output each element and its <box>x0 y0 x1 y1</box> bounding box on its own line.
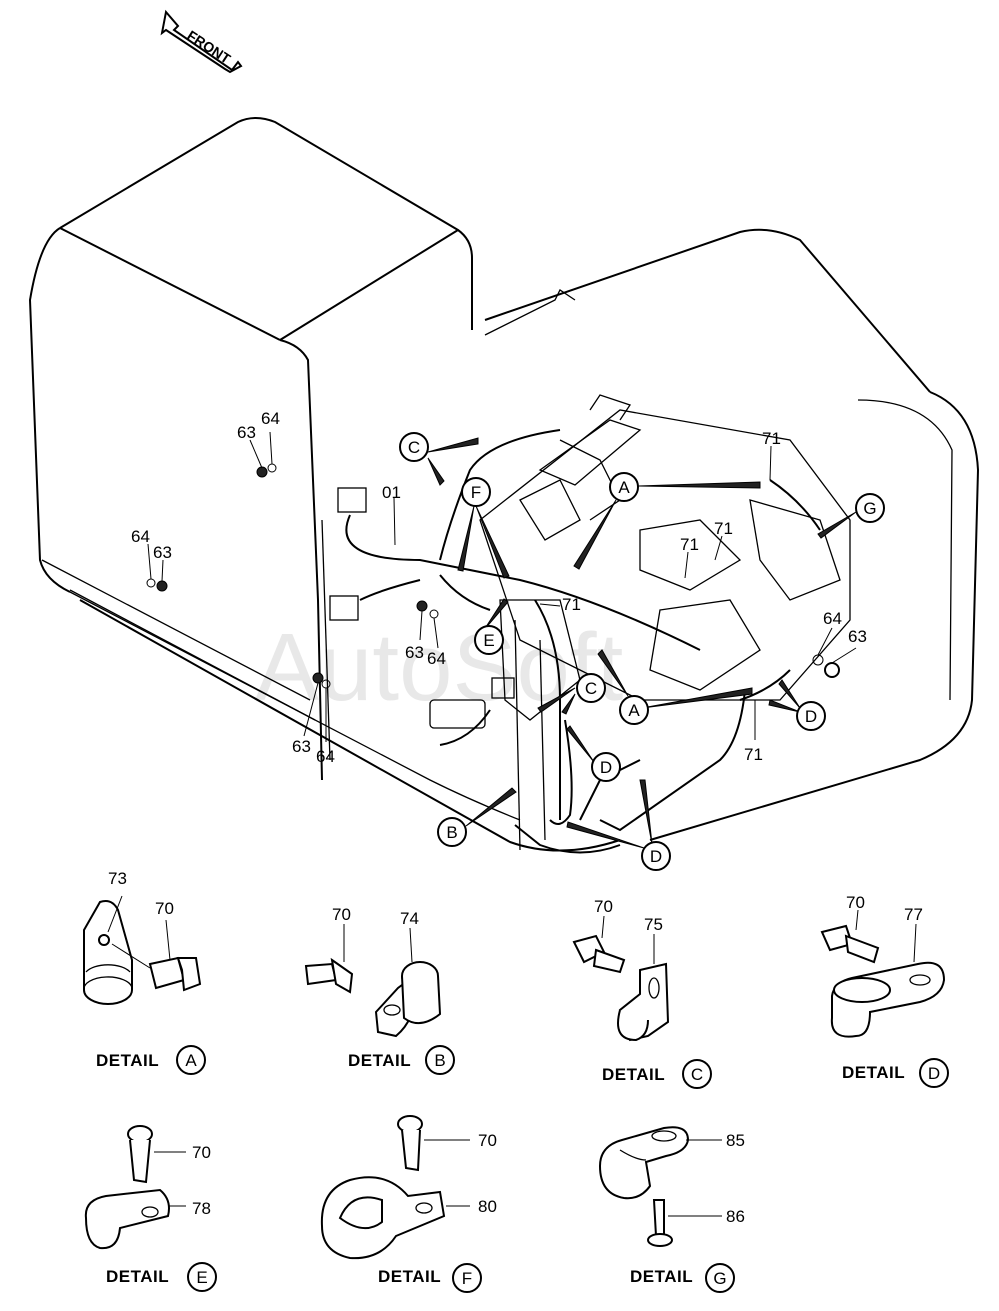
detail-a: 73 70 DETAIL A <box>83 869 206 1075</box>
label-71-e: 71 <box>744 745 763 764</box>
svg-text:B: B <box>446 823 457 842</box>
svg-text:D: D <box>805 707 817 726</box>
washer-64-a <box>267 463 277 473</box>
detail-g-clamp-label: 85 <box>726 1131 745 1150</box>
washer-64-b <box>146 578 156 588</box>
detail-e-bolt-label: 70 <box>192 1143 211 1162</box>
callout-f-top: F <box>461 477 491 507</box>
detail-d-bolt-label: 70 <box>846 893 865 912</box>
callout-d-mid: D <box>591 752 621 782</box>
detail-e-letter: E <box>196 1268 207 1287</box>
detail-c-clamp-label: 75 <box>644 915 663 934</box>
label-64-e: 64 <box>823 609 842 628</box>
svg-text:G: G <box>863 499 876 518</box>
detail-e: 70 78 DETAIL E <box>84 1125 217 1292</box>
detail-g-bolt-label: 86 <box>726 1207 745 1226</box>
label-64-c: 64 <box>427 649 446 668</box>
label-63-e: 63 <box>848 627 867 646</box>
callout-b-left: B <box>437 817 467 847</box>
detail-d-clamp-label: 77 <box>904 905 923 924</box>
detail-g: 85 86 DETAIL G <box>598 1126 745 1293</box>
callout-c-top: C <box>399 432 429 462</box>
svg-text:A: A <box>618 478 630 497</box>
detail-a-letter: A <box>185 1051 197 1070</box>
callout-pointers <box>427 437 857 849</box>
label-71-c: 71 <box>680 535 699 554</box>
callout-g-right: G <box>855 493 885 523</box>
svg-text:E: E <box>483 631 494 650</box>
detail-f-bolt-label: 70 <box>478 1131 497 1150</box>
svg-text:C: C <box>408 438 420 457</box>
label-64-a: 64 <box>261 409 280 428</box>
svg-text:A: A <box>628 701 640 720</box>
label-01: 01 <box>382 483 401 502</box>
nut-63-d <box>312 672 324 684</box>
nut-63-a <box>256 466 268 478</box>
detail-d-letter: D <box>928 1064 940 1083</box>
svg-text:C: C <box>585 679 597 698</box>
label-64-b: 64 <box>131 527 150 546</box>
nut-63-b <box>156 580 168 592</box>
detail-g-letter: G <box>713 1269 726 1288</box>
detail-f-title: DETAIL <box>378 1267 441 1286</box>
label-64-d: 64 <box>316 747 335 766</box>
detail-a-clamp-label: 73 <box>108 869 127 888</box>
detail-f: 70 80 DETAIL F <box>320 1115 497 1293</box>
detail-e-title: DETAIL <box>106 1267 169 1286</box>
detail-f-clamp-label: 80 <box>478 1197 497 1216</box>
label-71-d: 71 <box>562 595 581 614</box>
svg-text:D: D <box>600 758 612 777</box>
detail-b-bolt-label: 70 <box>332 905 351 924</box>
callout-c-mid: C <box>576 673 606 703</box>
svg-text:D: D <box>650 847 662 866</box>
svg-text:F: F <box>471 483 481 502</box>
label-63-b: 63 <box>153 543 172 562</box>
watermark-text: AutoSoft <box>255 614 623 721</box>
detail-b-letter: B <box>434 1051 445 1070</box>
detail-c-bolt-label: 70 <box>594 897 613 916</box>
label-63-d: 63 <box>292 737 311 756</box>
callout-a-mid: A <box>619 695 649 725</box>
detail-a-title: DETAIL <box>96 1051 159 1070</box>
nut-63-c <box>416 600 428 612</box>
callout-d-right: D <box>796 701 826 731</box>
detail-a-bolt-label: 70 <box>155 899 174 918</box>
cab-outline <box>28 117 621 852</box>
body-shell-outline <box>321 228 980 854</box>
detail-c-letter: C <box>691 1065 703 1084</box>
nut-63-e <box>824 662 840 678</box>
label-71-a: 71 <box>762 429 781 448</box>
number-leaders <box>147 431 857 742</box>
detail-b-title: DETAIL <box>348 1051 411 1070</box>
label-63-c: 63 <box>405 643 424 662</box>
detail-c: 70 75 DETAIL C <box>572 897 712 1089</box>
detail-b-clamp-label: 74 <box>400 909 419 928</box>
detail-g-title: DETAIL <box>630 1267 693 1286</box>
detail-c-title: DETAIL <box>602 1065 665 1084</box>
callout-d-bottom: D <box>641 841 671 871</box>
detail-e-clamp-label: 78 <box>192 1199 211 1218</box>
label-71-b: 71 <box>714 519 733 538</box>
callout-e-mid: E <box>474 625 504 655</box>
detail-f-letter: F <box>462 1269 472 1288</box>
detail-d-title: DETAIL <box>842 1063 905 1082</box>
label-63-a: 63 <box>237 423 256 442</box>
detail-b: 70 74 DETAIL B <box>304 905 455 1075</box>
front-arrow-icon: FRONT <box>160 9 243 74</box>
detail-d: 70 77 DETAIL D <box>820 893 949 1088</box>
callout-a-top: A <box>609 472 639 502</box>
